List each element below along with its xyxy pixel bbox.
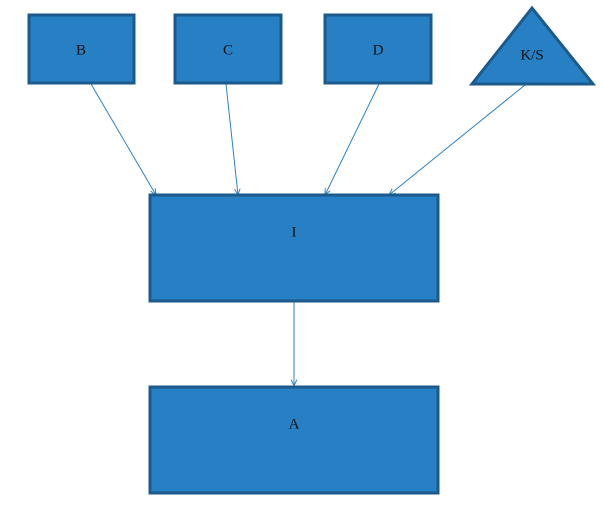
edges-group bbox=[90, 83, 526, 386]
edge-d-to-i bbox=[325, 83, 380, 195]
nodes-group: B C D K/S I A bbox=[27, 5, 597, 495]
node-ks-label: K/S bbox=[520, 47, 543, 63]
node-d-box bbox=[323, 13, 433, 85]
node-a-label: A bbox=[289, 416, 300, 432]
node-c: C bbox=[173, 13, 283, 85]
node-b-box bbox=[27, 13, 136, 85]
edge-b-to-i bbox=[90, 83, 156, 195]
node-ks-triangle bbox=[468, 5, 597, 86]
edge-ks-to-i bbox=[389, 84, 526, 195]
node-d: D bbox=[323, 13, 433, 85]
node-ks: K/S bbox=[468, 5, 597, 86]
node-b: B bbox=[27, 13, 136, 85]
node-i-label: I bbox=[292, 224, 297, 240]
edge-c-to-i bbox=[225, 83, 238, 195]
node-c-label: C bbox=[223, 42, 233, 58]
node-c-box bbox=[173, 13, 283, 85]
node-b-label: B bbox=[76, 42, 86, 58]
node-a: A bbox=[148, 385, 440, 495]
node-a-box bbox=[148, 385, 440, 495]
node-i-box bbox=[148, 193, 440, 303]
node-i: I bbox=[148, 193, 440, 303]
node-d-label: D bbox=[373, 42, 384, 58]
